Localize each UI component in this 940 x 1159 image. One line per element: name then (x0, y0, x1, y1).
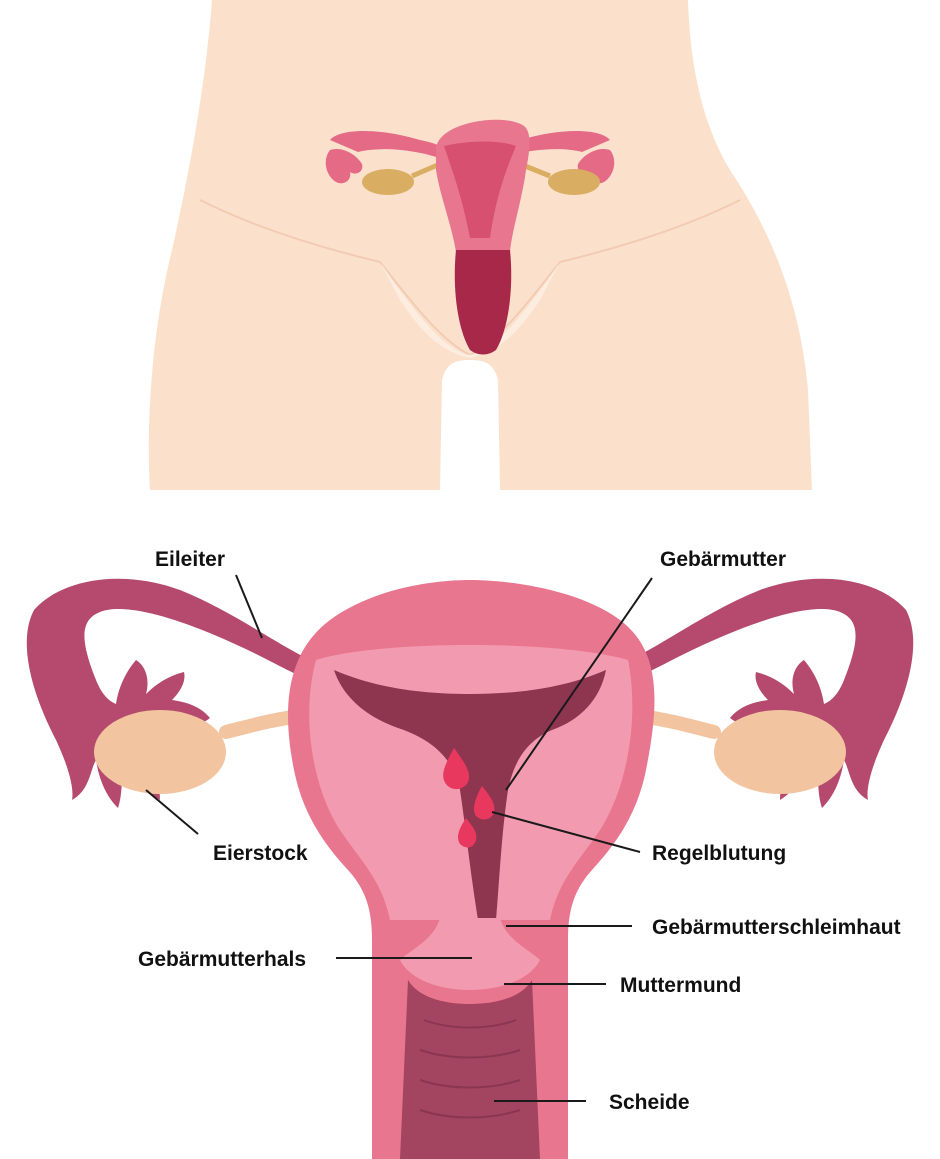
vagina (400, 980, 540, 1159)
label-eierstock: Eierstock (213, 842, 308, 865)
left-ovary (94, 710, 226, 794)
label-gebaermutter: Gebärmutter (660, 548, 786, 571)
female-torso-illustration (149, 0, 812, 490)
right-ovary (714, 710, 846, 794)
leader-eierstock (146, 790, 198, 834)
uterus-anatomy-illustration (27, 579, 913, 1159)
label-regelblutung: Regelblutung (652, 842, 786, 865)
label-muttermund: Muttermund (620, 974, 741, 997)
label-gebaermutterhals: Gebärmutterhals (138, 948, 306, 971)
label-eileiter: Eileiter (155, 548, 225, 571)
label-schleimhaut: Gebärmutterschleimhaut (652, 916, 901, 939)
label-scheide: Scheide (609, 1091, 690, 1114)
